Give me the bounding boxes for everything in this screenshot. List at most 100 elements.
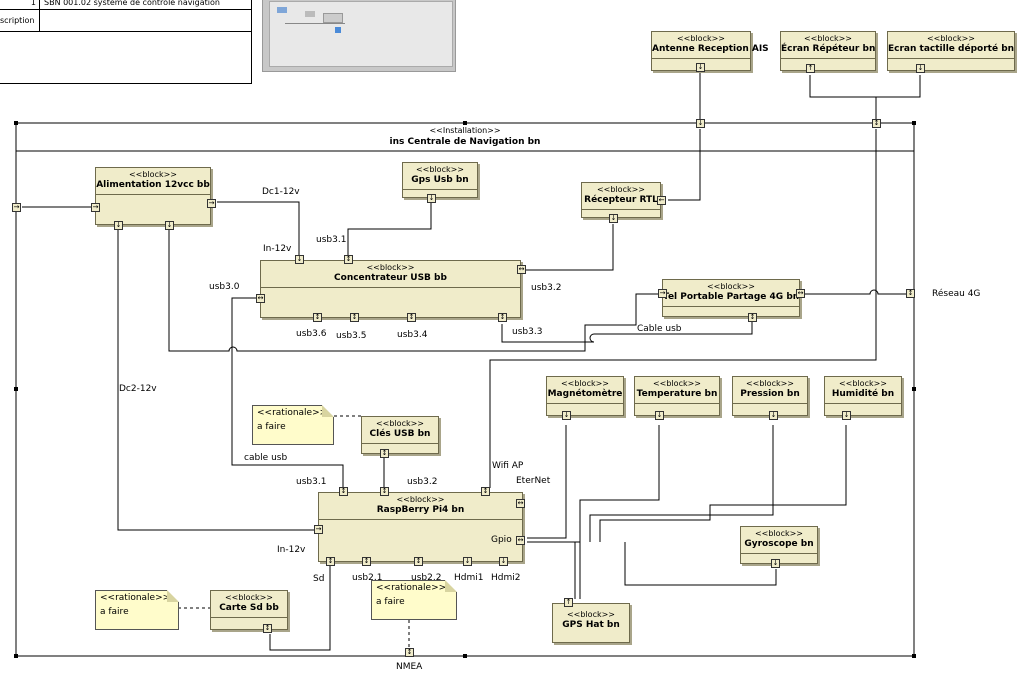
- block-tel-portable[interactable]: <<block>> Tel Portable Partage 4G bn: [662, 279, 800, 317]
- block-name: Antenne Reception AIS: [652, 44, 769, 54]
- port-conc-usb34[interactable]: ↕: [407, 313, 416, 322]
- block-alimentation[interactable]: <<block>> Alimentation 12vcc bb: [95, 167, 211, 225]
- port-rpi-in12[interactable]: →: [314, 525, 323, 534]
- block-gps-usb[interactable]: <<block>> Gps Usb bn: [402, 162, 478, 198]
- port-ecran-tact[interactable]: ↓: [916, 64, 925, 73]
- label-reseau-4g: Réseau 4G: [932, 289, 981, 299]
- rationale-note-3[interactable]: <<rationale>> a faire: [371, 580, 457, 620]
- block-name: Gyroscope bn: [744, 539, 814, 549]
- port-rpi-usb31[interactable]: ↕: [339, 487, 348, 496]
- block-concentrateur-usb[interactable]: <<block>> Concentrateur USB bb: [260, 260, 521, 318]
- port-gyroscope[interactable]: ↓: [771, 559, 780, 568]
- label-sd: Sd: [313, 574, 325, 584]
- block-ecran-tactile[interactable]: <<block>> Ecran tactille déporté bn: [887, 31, 1015, 71]
- block-name: Tel Portable Partage 4G bn: [663, 292, 800, 302]
- installation-name[interactable]: ins Centrale de Navigation bn: [389, 137, 541, 147]
- port-humidite[interactable]: ↓: [842, 411, 851, 420]
- port-rpi-usb21[interactable]: ↕: [362, 557, 371, 566]
- label-dc2: Dc2-12v: [119, 384, 157, 394]
- port-alim-bottom-2[interactable]: ↓: [165, 221, 174, 230]
- block-name: Humidité bn: [831, 389, 895, 399]
- label-cable-usb-2: cable usb: [244, 453, 288, 463]
- port-temperature[interactable]: ↓: [655, 411, 664, 420]
- block-cles-usb[interactable]: <<block>> Clés USB bn: [361, 416, 439, 454]
- port-pression[interactable]: ↓: [769, 411, 778, 420]
- port-conc-usb31[interactable]: ↕: [344, 255, 353, 264]
- port-nmea[interactable]: ↕: [405, 648, 414, 657]
- port-rpi-hdmi1[interactable]: ↓: [463, 557, 472, 566]
- port-conc-usb32[interactable]: ↔: [517, 265, 526, 274]
- block-name: Pression bn: [740, 389, 800, 399]
- port-cles[interactable]: ↕: [380, 449, 389, 458]
- port-conc-usb36[interactable]: ↕: [313, 313, 322, 322]
- table-title-cell: SBN 001.02 système de contrôle navigatio…: [40, 0, 251, 10]
- port-rpi-hdmi2[interactable]: ↓: [499, 557, 508, 566]
- label-usb36: usb3.6: [296, 329, 327, 339]
- label-usb33: usb3.3: [512, 327, 543, 337]
- block-name: Magnétomètre: [547, 389, 623, 399]
- port-tel-in[interactable]: →: [658, 289, 667, 298]
- block-name: Alimentation 12vcc bb: [96, 180, 210, 190]
- port-rpi-usb32[interactable]: ↕: [380, 487, 389, 496]
- port-conc-usb30[interactable]: ↔: [256, 294, 265, 303]
- note-text: a faire: [376, 597, 405, 607]
- port-ecran-rep[interactable]: ↑: [806, 64, 815, 73]
- block-pression[interactable]: <<block>> Pression bn: [732, 376, 808, 416]
- port-magneto[interactable]: ↓: [562, 411, 571, 420]
- port-gps-usb[interactable]: ↓: [427, 194, 436, 203]
- diagram-thumbnail[interactable]: [262, 0, 456, 72]
- label-usb34: usb3.4: [397, 330, 428, 340]
- label-cable-usb: Cable usb: [637, 324, 682, 334]
- block-name: Écran Répéteur bn: [781, 44, 876, 54]
- port-conc-usb35[interactable]: ↕: [350, 313, 359, 322]
- block-temperature[interactable]: <<block>> Temperature bn: [634, 376, 720, 416]
- port-frame-ais[interactable]: ↓: [696, 119, 705, 128]
- port-conc-in12[interactable]: ↓: [295, 255, 304, 264]
- label-usb30: usb3.0: [209, 282, 240, 292]
- port-rpi-gpio[interactable]: ↔: [516, 536, 525, 545]
- installation-stereotype: <<Installation>>: [429, 126, 501, 135]
- label-usb22: usb2.2: [411, 573, 442, 583]
- port-tel-bottom[interactable]: ↕: [748, 313, 757, 322]
- label-usb21: usb2.1: [352, 573, 383, 583]
- port-recepteur-bottom[interactable]: ↓: [609, 214, 618, 223]
- port-rpi-sd[interactable]: ↕: [326, 557, 335, 566]
- port-conc-usb33[interactable]: ↕: [498, 313, 507, 322]
- table-desc-value: [40, 10, 251, 32]
- block-raspberry-pi4[interactable]: <<block>> RaspBerry Pi4 bn: [318, 492, 523, 562]
- block-name: RaspBerry Pi4 bn: [376, 505, 465, 515]
- block-name: GPS Hat bn: [562, 620, 620, 630]
- port-alim-bottom-1[interactable]: ↓: [114, 221, 123, 230]
- rationale-note-2[interactable]: <<rationale>> a faire: [95, 590, 179, 630]
- port-alim-out[interactable]: →: [207, 199, 216, 208]
- label-usb31-conc: usb3.1: [316, 235, 347, 245]
- port-carte-sd[interactable]: ↕: [263, 624, 272, 633]
- port-frame-ecrans[interactable]: ↕: [872, 119, 881, 128]
- port-gps-hat[interactable]: ↑: [564, 598, 573, 607]
- block-carte-sd[interactable]: <<block>> Carte Sd bb: [210, 590, 288, 630]
- port-tel-right[interactable]: ↔: [796, 289, 805, 298]
- port-alim-in[interactable]: →: [91, 203, 100, 212]
- block-gps-hat[interactable]: <<block>> GPS Hat bn: [552, 603, 630, 643]
- port-rpi-wifi[interactable]: ↕: [481, 487, 490, 496]
- label-dc1: Dc1-12v: [262, 187, 300, 197]
- label-nmea: NMEA: [396, 662, 423, 672]
- label-in12-rpi: In-12v: [277, 545, 306, 555]
- block-ecran-repeteur[interactable]: <<block>> Écran Répéteur bn: [780, 31, 876, 71]
- label-usb31-rpi: usb3.1: [296, 477, 327, 487]
- port-recepteur-in[interactable]: ←: [657, 196, 666, 205]
- port-rpi-eternet[interactable]: ↔: [516, 499, 525, 508]
- note-text: a faire: [100, 607, 129, 617]
- rationale-note-1[interactable]: <<rationale>> a faire: [252, 405, 334, 445]
- label-gpio: Gpio: [491, 535, 512, 545]
- table-desc-label: scription: [0, 10, 40, 32]
- label-usb32-conc: usb3.2: [531, 283, 562, 293]
- block-magnetometre[interactable]: <<block>> Magnétomètre: [546, 376, 624, 416]
- port-frame-reseau[interactable]: ↕: [906, 289, 915, 298]
- port-rpi-usb22[interactable]: ↕: [414, 557, 423, 566]
- port-frame-left[interactable]: →: [12, 203, 21, 212]
- description-table: 1 SBN 001.02 système de contrôle navigat…: [0, 0, 252, 84]
- block-humidite[interactable]: <<block>> Humidité bn: [824, 376, 902, 416]
- block-recepteur-rtl[interactable]: <<block>> Récepteur RTL: [581, 182, 661, 218]
- port-antenne-out[interactable]: ↓: [696, 63, 705, 72]
